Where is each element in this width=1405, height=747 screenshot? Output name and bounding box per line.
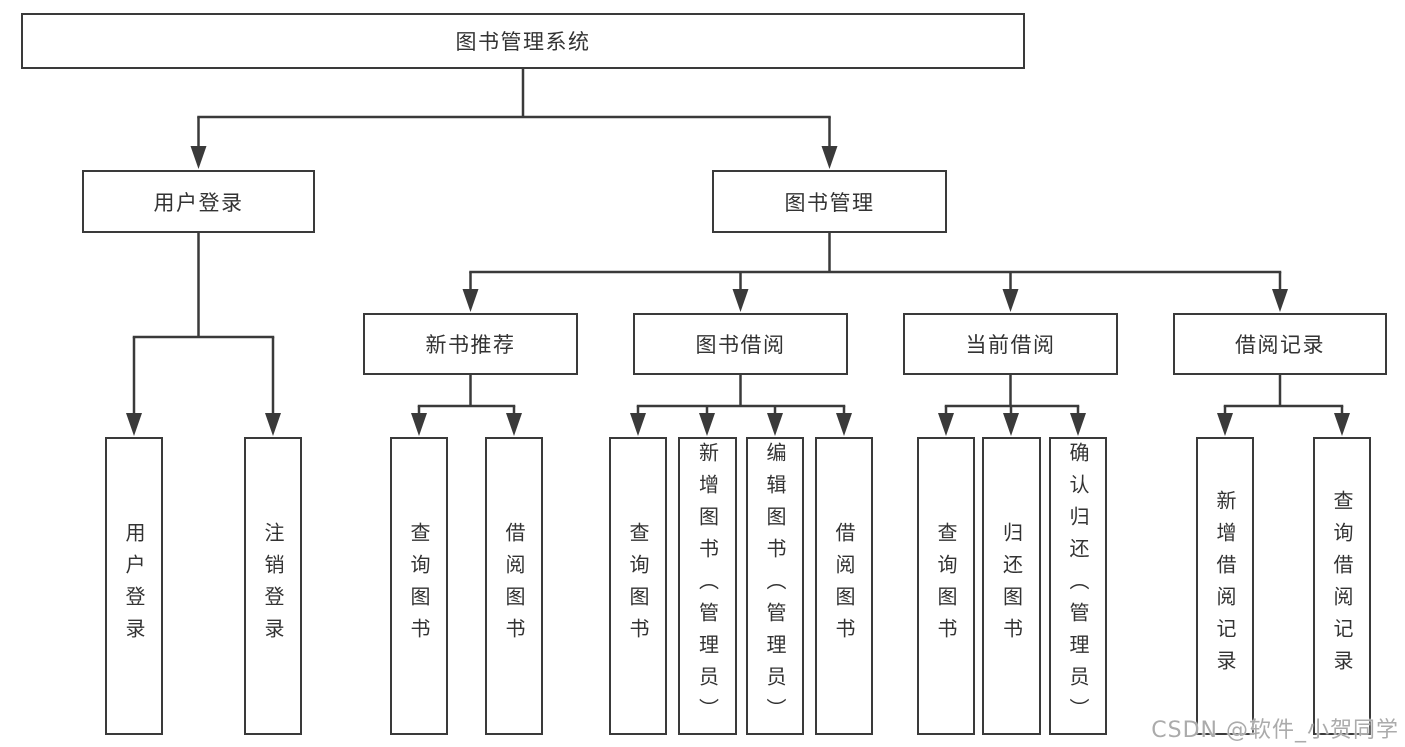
csdn-watermark: CSDN @软件_小贺同学 <box>1151 718 1399 743</box>
node-label: 用户登录 <box>122 522 146 650</box>
node-borrow-records: 借阅记录 <box>1173 313 1387 375</box>
leaf-query-borrow-record: 查询借阅记录 <box>1313 437 1371 735</box>
node-label: 新增图书（管理员） <box>695 442 720 730</box>
leaf-add-books-admin: 新增图书（管理员） <box>678 437 737 735</box>
node-label: 图书管理系统 <box>455 30 591 54</box>
leaf-borrow-books-recommend: 借阅图书 <box>485 437 543 735</box>
node-label: 查询图书 <box>407 522 431 650</box>
node-label: 编辑图书（管理员） <box>763 442 787 730</box>
node-user-login: 用户登录 <box>82 170 315 233</box>
leaf-query-books-current: 查询图书 <box>917 437 975 735</box>
node-label: 确认归还（管理员） <box>1066 442 1090 730</box>
node-label: 查询图书 <box>626 522 650 650</box>
leaf-logout: 注销登录 <box>244 437 302 735</box>
node-label: 查询图书 <box>934 522 958 650</box>
node-label: 新增借阅记录 <box>1213 490 1237 682</box>
leaf-borrow-books: 借阅图书 <box>815 437 873 735</box>
node-label: 新书推荐 <box>425 333 516 357</box>
node-book-management: 图书管理 <box>712 170 947 233</box>
node-label: 注销登录 <box>261 522 285 650</box>
leaf-query-books-borrow: 查询图书 <box>609 437 667 735</box>
node-new-book-recommend: 新书推荐 <box>363 313 578 375</box>
node-root: 图书管理系统 <box>21 13 1025 69</box>
node-label: 图书借阅 <box>695 333 786 357</box>
node-label: 归还图书 <box>999 522 1024 650</box>
node-label: 借阅记录 <box>1235 333 1325 357</box>
leaf-confirm-return-admin: 确认归还（管理员） <box>1049 437 1107 735</box>
node-label: 用户登录 <box>153 190 244 215</box>
node-label: 借阅图书 <box>832 522 856 650</box>
leaf-user-login: 用户登录 <box>105 437 163 735</box>
node-book-borrow: 图书借阅 <box>633 313 848 375</box>
node-label: 查询借阅记录 <box>1330 490 1354 682</box>
leaf-query-books-recommend: 查询图书 <box>390 437 448 735</box>
leaf-edit-books-admin: 编辑图书（管理员） <box>746 437 804 735</box>
node-label: 图书管理 <box>784 190 875 215</box>
node-label: 借阅图书 <box>502 522 526 650</box>
leaf-add-borrow-record: 新增借阅记录 <box>1196 437 1254 735</box>
node-current-borrow: 当前借阅 <box>903 313 1118 375</box>
node-label: 当前借阅 <box>965 333 1056 357</box>
leaf-return-books: 归还图书 <box>982 437 1041 735</box>
